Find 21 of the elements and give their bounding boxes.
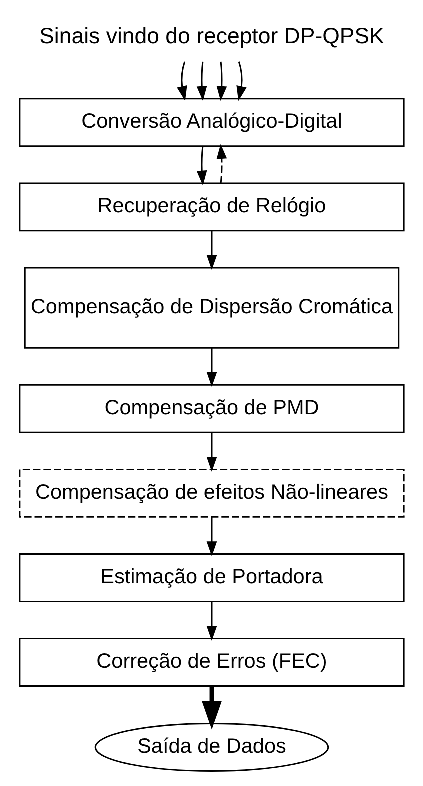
arrow	[206, 517, 217, 556]
arrow	[206, 348, 217, 388]
node-box: Compensação de Dispersão Cromática	[24, 267, 400, 349]
arrow	[206, 231, 217, 270]
node-ellipse: Saída de Dados	[94, 722, 329, 772]
arrow	[206, 602, 217, 642]
arrow	[196, 62, 207, 102]
arrow	[176, 62, 187, 102]
node-box: Compensação de PMD	[18, 384, 404, 434]
arrow	[206, 432, 217, 472]
arrow	[216, 62, 227, 102]
arrow	[196, 146, 207, 186]
node-box: Estimação de Portadora	[18, 554, 404, 602]
node-text: Sinais vindo do receptor DP-QPSK	[39, 23, 384, 48]
arrow	[216, 144, 227, 184]
arrow	[236, 62, 246, 102]
arrow	[202, 686, 222, 730]
node-box: Recuperação de Relógio	[18, 182, 404, 232]
node-box: Conversão Analógico-Digital	[18, 98, 404, 148]
node-box: Correção de Erros (FEC)	[18, 638, 404, 688]
node-box: Compensação de efeitos Não-lineares	[18, 468, 404, 518]
